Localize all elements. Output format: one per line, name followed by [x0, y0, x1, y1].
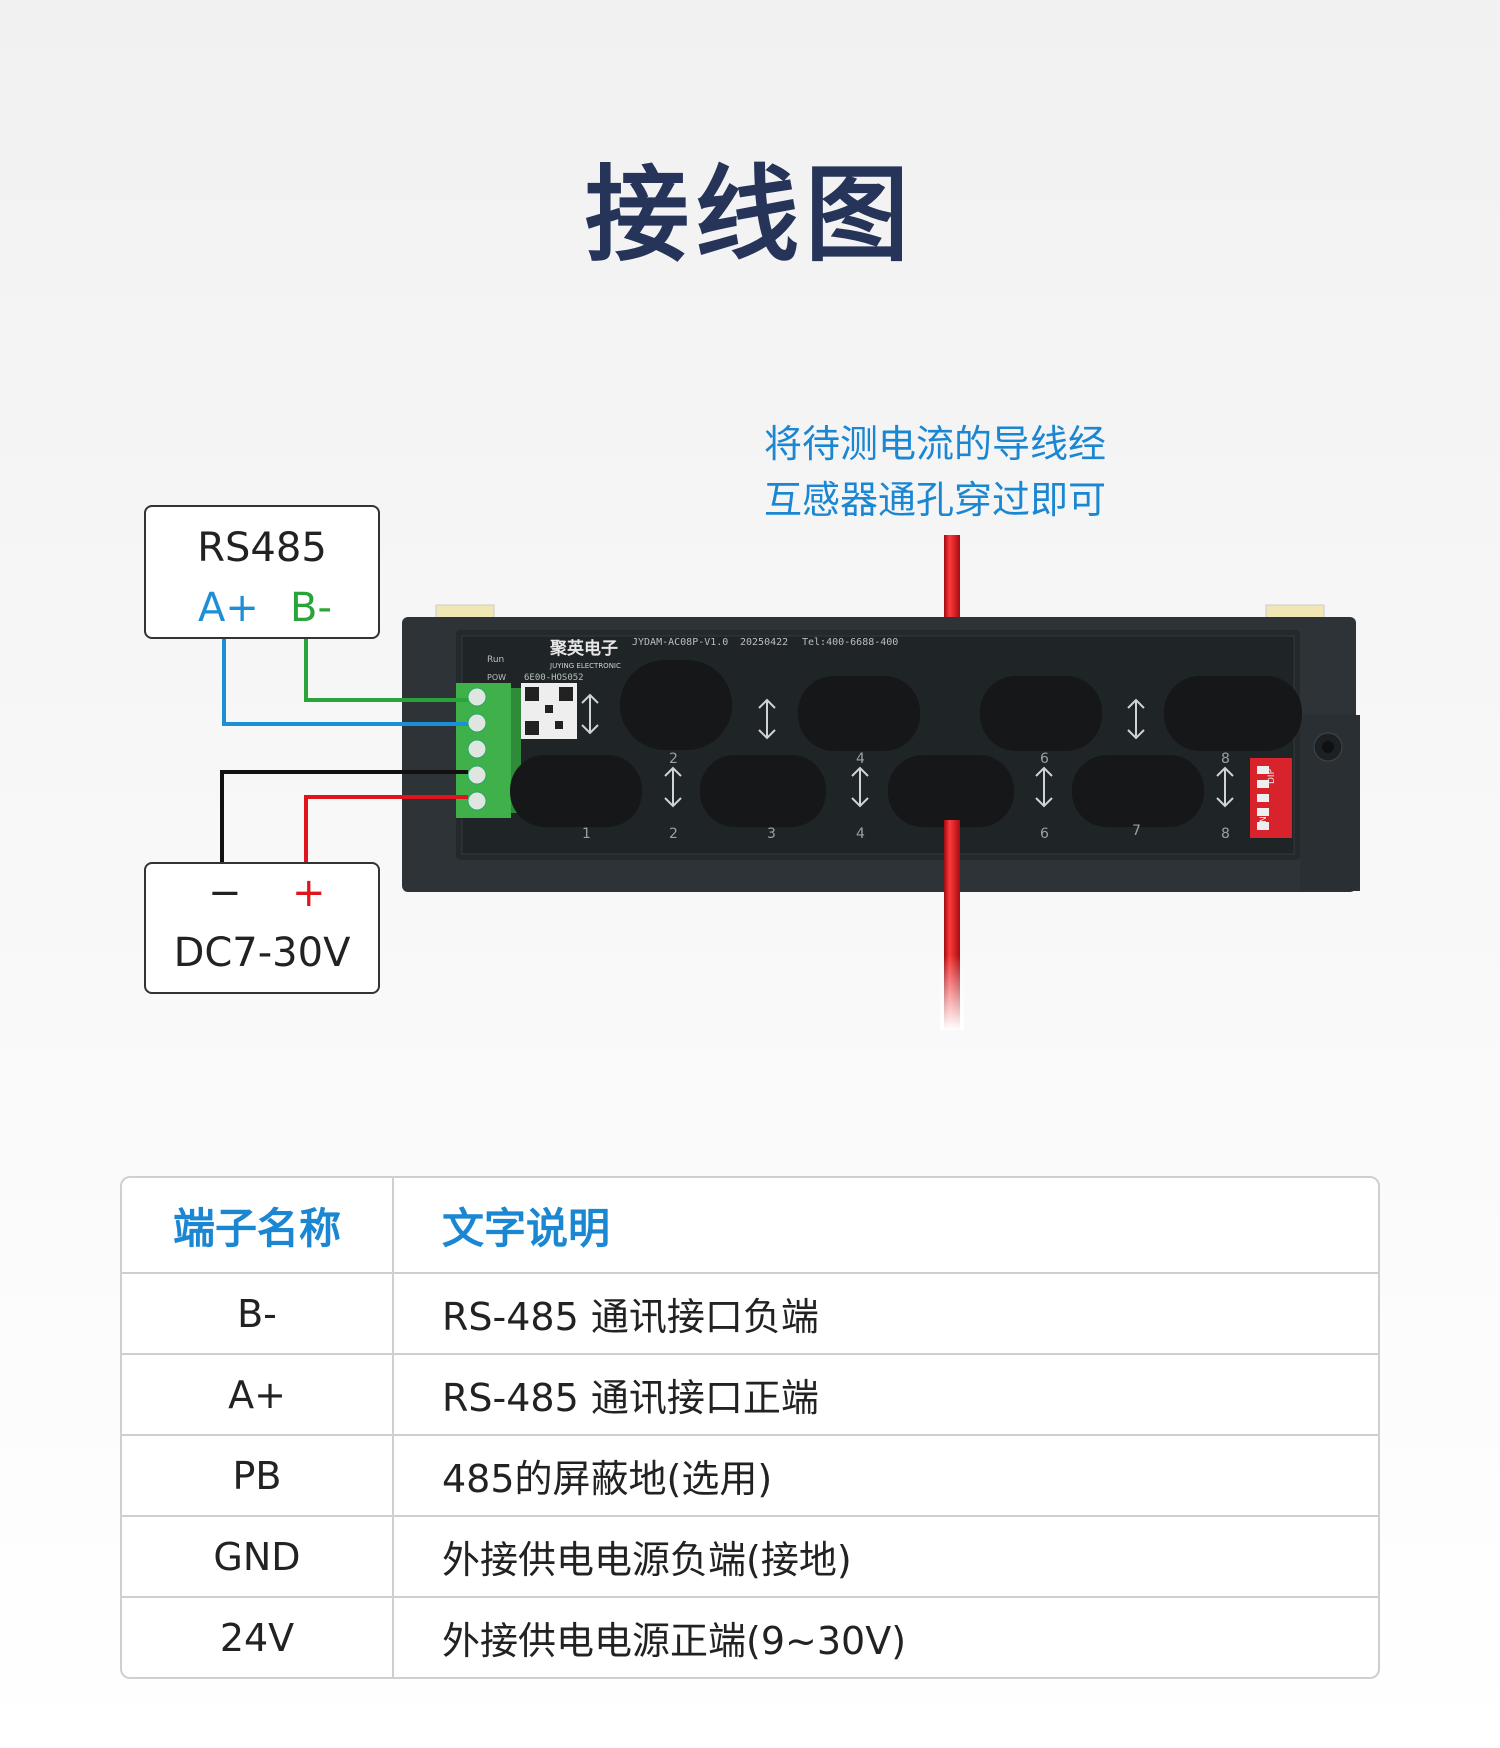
- wire-red: [304, 795, 468, 862]
- terminal-table: 端子名称 文字说明 B- RS-485 通讯接口负端 A+ RS-485 通讯接…: [120, 1176, 1380, 1679]
- header-terminal-name: 端子名称: [122, 1178, 394, 1274]
- page-title: 接线图: [584, 154, 915, 276]
- power-minus: −: [208, 870, 242, 916]
- model-label: JYDAM-AC08P-V1.0: [632, 637, 728, 648]
- terminal-block: [456, 683, 521, 818]
- wire-b-green: [304, 636, 468, 702]
- ct-number: 1: [582, 826, 591, 842]
- ct-number: 6: [1040, 751, 1049, 767]
- table-row: B- RS-485 通讯接口负端: [122, 1274, 1378, 1355]
- rs485-label: RS485: [197, 525, 327, 571]
- instruction-note: 将待测电流的导线经 互感器通孔穿过即可: [763, 422, 1106, 522]
- ct-numbers: 1 2 3 4 6 7 8 2 4 6 8: [582, 751, 1230, 842]
- run-label: Run: [487, 655, 504, 665]
- description-cell: RS-485 通讯接口负端: [394, 1274, 1378, 1355]
- header-description: 文字说明: [394, 1178, 1378, 1274]
- table-row: 24V 外接供电电源正端(9~30V): [122, 1598, 1378, 1677]
- device-body: [402, 617, 1360, 892]
- brand-label: 聚英电子: [549, 638, 618, 659]
- terminal-name-cell: A+: [122, 1355, 394, 1436]
- description-cell: 外接供电电源正端(9~30V): [442, 1619, 907, 1663]
- power-plus: +: [292, 870, 326, 916]
- table-header-row: 端子名称 文字说明: [122, 1178, 1378, 1274]
- dip-on-label: ON: [1259, 816, 1269, 830]
- ct-number: 4: [856, 826, 865, 842]
- terminal-name-cell: 24V: [122, 1598, 394, 1677]
- table-row: GND 外接供电电源负端(接地): [122, 1517, 1378, 1598]
- table-row: PB 485的屏蔽地(选用): [122, 1436, 1378, 1517]
- tel-label: Tel:400-6688-400: [802, 637, 898, 648]
- table-row: A+ RS-485 通讯接口正端: [122, 1355, 1378, 1436]
- terminal-name-cell: B-: [122, 1274, 394, 1355]
- brand-en-label: JUYING ELECTRONIC: [549, 662, 621, 670]
- ct-number: 8: [1221, 826, 1230, 842]
- ct-number: 8: [1221, 751, 1230, 767]
- date-label: 20250422: [740, 637, 788, 648]
- rs485-box: RS485 A+ B-: [144, 505, 380, 639]
- dip-label: DIP: [1267, 768, 1277, 784]
- pow-label: POW: [487, 673, 506, 682]
- wire-a-blue: [222, 636, 468, 726]
- ct-number: 4: [856, 751, 865, 767]
- wiring-diagram: 聚英电子 JUYING ELECTRONIC JYDAM-AC08P-V1.0 …: [220, 535, 1360, 1030]
- terminal-name-cell: GND: [122, 1517, 394, 1598]
- ct-number: 3: [767, 826, 776, 842]
- ct-number: 7: [1132, 823, 1141, 839]
- pin-a-plus: A+: [198, 585, 259, 631]
- description-cell: RS-485 通讯接口正端: [394, 1355, 1378, 1436]
- ct-number: 6: [1040, 826, 1049, 842]
- description-cell: 485的屏蔽地(选用): [394, 1436, 1378, 1517]
- serial-label: 6E00-HOS052: [524, 673, 584, 683]
- pin-b-minus: B-: [290, 585, 332, 631]
- wire-black: [220, 770, 468, 862]
- arrow-icons: [581, 693, 1234, 808]
- description-cell: 外接供电电源负端(接地): [394, 1517, 1378, 1598]
- power-box: − + DC7-30V: [144, 862, 380, 994]
- ct-bottom-row: [510, 755, 1204, 827]
- ct-number: 2: [669, 751, 678, 767]
- ct-number: 2: [669, 826, 678, 842]
- ct-top-row: [620, 660, 1302, 751]
- terminal-name-cell: PB: [122, 1436, 394, 1517]
- power-label: DC7-30V: [173, 930, 351, 976]
